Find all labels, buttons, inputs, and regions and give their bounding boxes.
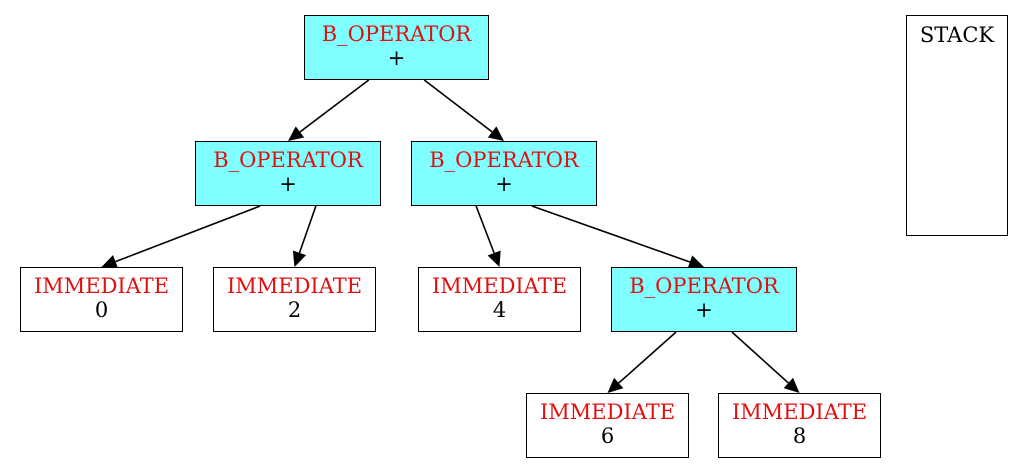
edge-deep-imm8 xyxy=(731,331,789,384)
arrowhead-right-imm4 xyxy=(487,250,501,267)
arrowhead-deep-imm8 xyxy=(783,377,800,393)
node-kind-label: IMMEDIATE xyxy=(539,400,676,424)
node-value-label: + xyxy=(695,298,713,322)
node-value-label: 2 xyxy=(287,298,302,322)
arrowhead-root-left xyxy=(288,126,305,141)
node-value-label: 0 xyxy=(94,298,109,322)
immediate-node-2: IMMEDIATE 2 xyxy=(213,267,376,332)
node-value-label: 8 xyxy=(792,424,807,448)
immediate-node-4: IMMEDIATE 4 xyxy=(418,267,581,332)
edge-right-deep xyxy=(531,205,691,263)
node-value-label: + xyxy=(387,46,406,70)
left-operator-node: B_OPERATOR + xyxy=(195,141,381,206)
node-value-label: 6 xyxy=(600,424,615,448)
arrowhead-root-right xyxy=(487,126,504,141)
edge-right-imm4 xyxy=(475,205,495,254)
node-kind-label: IMMEDIATE xyxy=(33,274,170,298)
node-value-label: + xyxy=(495,172,513,196)
node-kind-label: B_OPERATOR xyxy=(213,148,363,172)
edge-root-right xyxy=(423,79,493,133)
arrowhead-right-deep xyxy=(687,255,704,269)
root-operator-node: B_OPERATOR + xyxy=(304,15,489,80)
node-kind-label: B_OPERATOR xyxy=(321,22,472,46)
edge-left-imm0 xyxy=(115,205,261,263)
arrowhead-left-imm0 xyxy=(101,255,119,269)
arrowhead-left-imm2 xyxy=(292,250,307,267)
node-kind-label: IMMEDIATE xyxy=(731,400,868,424)
node-kind-label: B_OPERATOR xyxy=(629,274,779,298)
node-value-label: + xyxy=(279,172,297,196)
node-kind-label: IMMEDIATE xyxy=(431,274,568,298)
right-operator-node: B_OPERATOR + xyxy=(411,141,597,206)
immediate-node-8: IMMEDIATE 8 xyxy=(718,393,881,458)
node-value-label: 4 xyxy=(492,298,507,322)
stack-box: STACK xyxy=(906,15,1008,236)
deep-operator-node: B_OPERATOR + xyxy=(611,267,797,332)
immediate-node-6: IMMEDIATE 6 xyxy=(526,393,689,458)
edge-root-left xyxy=(299,79,370,133)
arrowhead-deep-imm6 xyxy=(607,377,624,393)
node-kind-label: B_OPERATOR xyxy=(429,148,579,172)
edge-deep-imm6 xyxy=(618,331,677,384)
node-kind-label: IMMEDIATE xyxy=(226,274,363,298)
stack-title: STACK xyxy=(919,23,995,47)
immediate-node-0: IMMEDIATE 0 xyxy=(20,267,183,332)
edge-left-imm2 xyxy=(298,205,317,254)
